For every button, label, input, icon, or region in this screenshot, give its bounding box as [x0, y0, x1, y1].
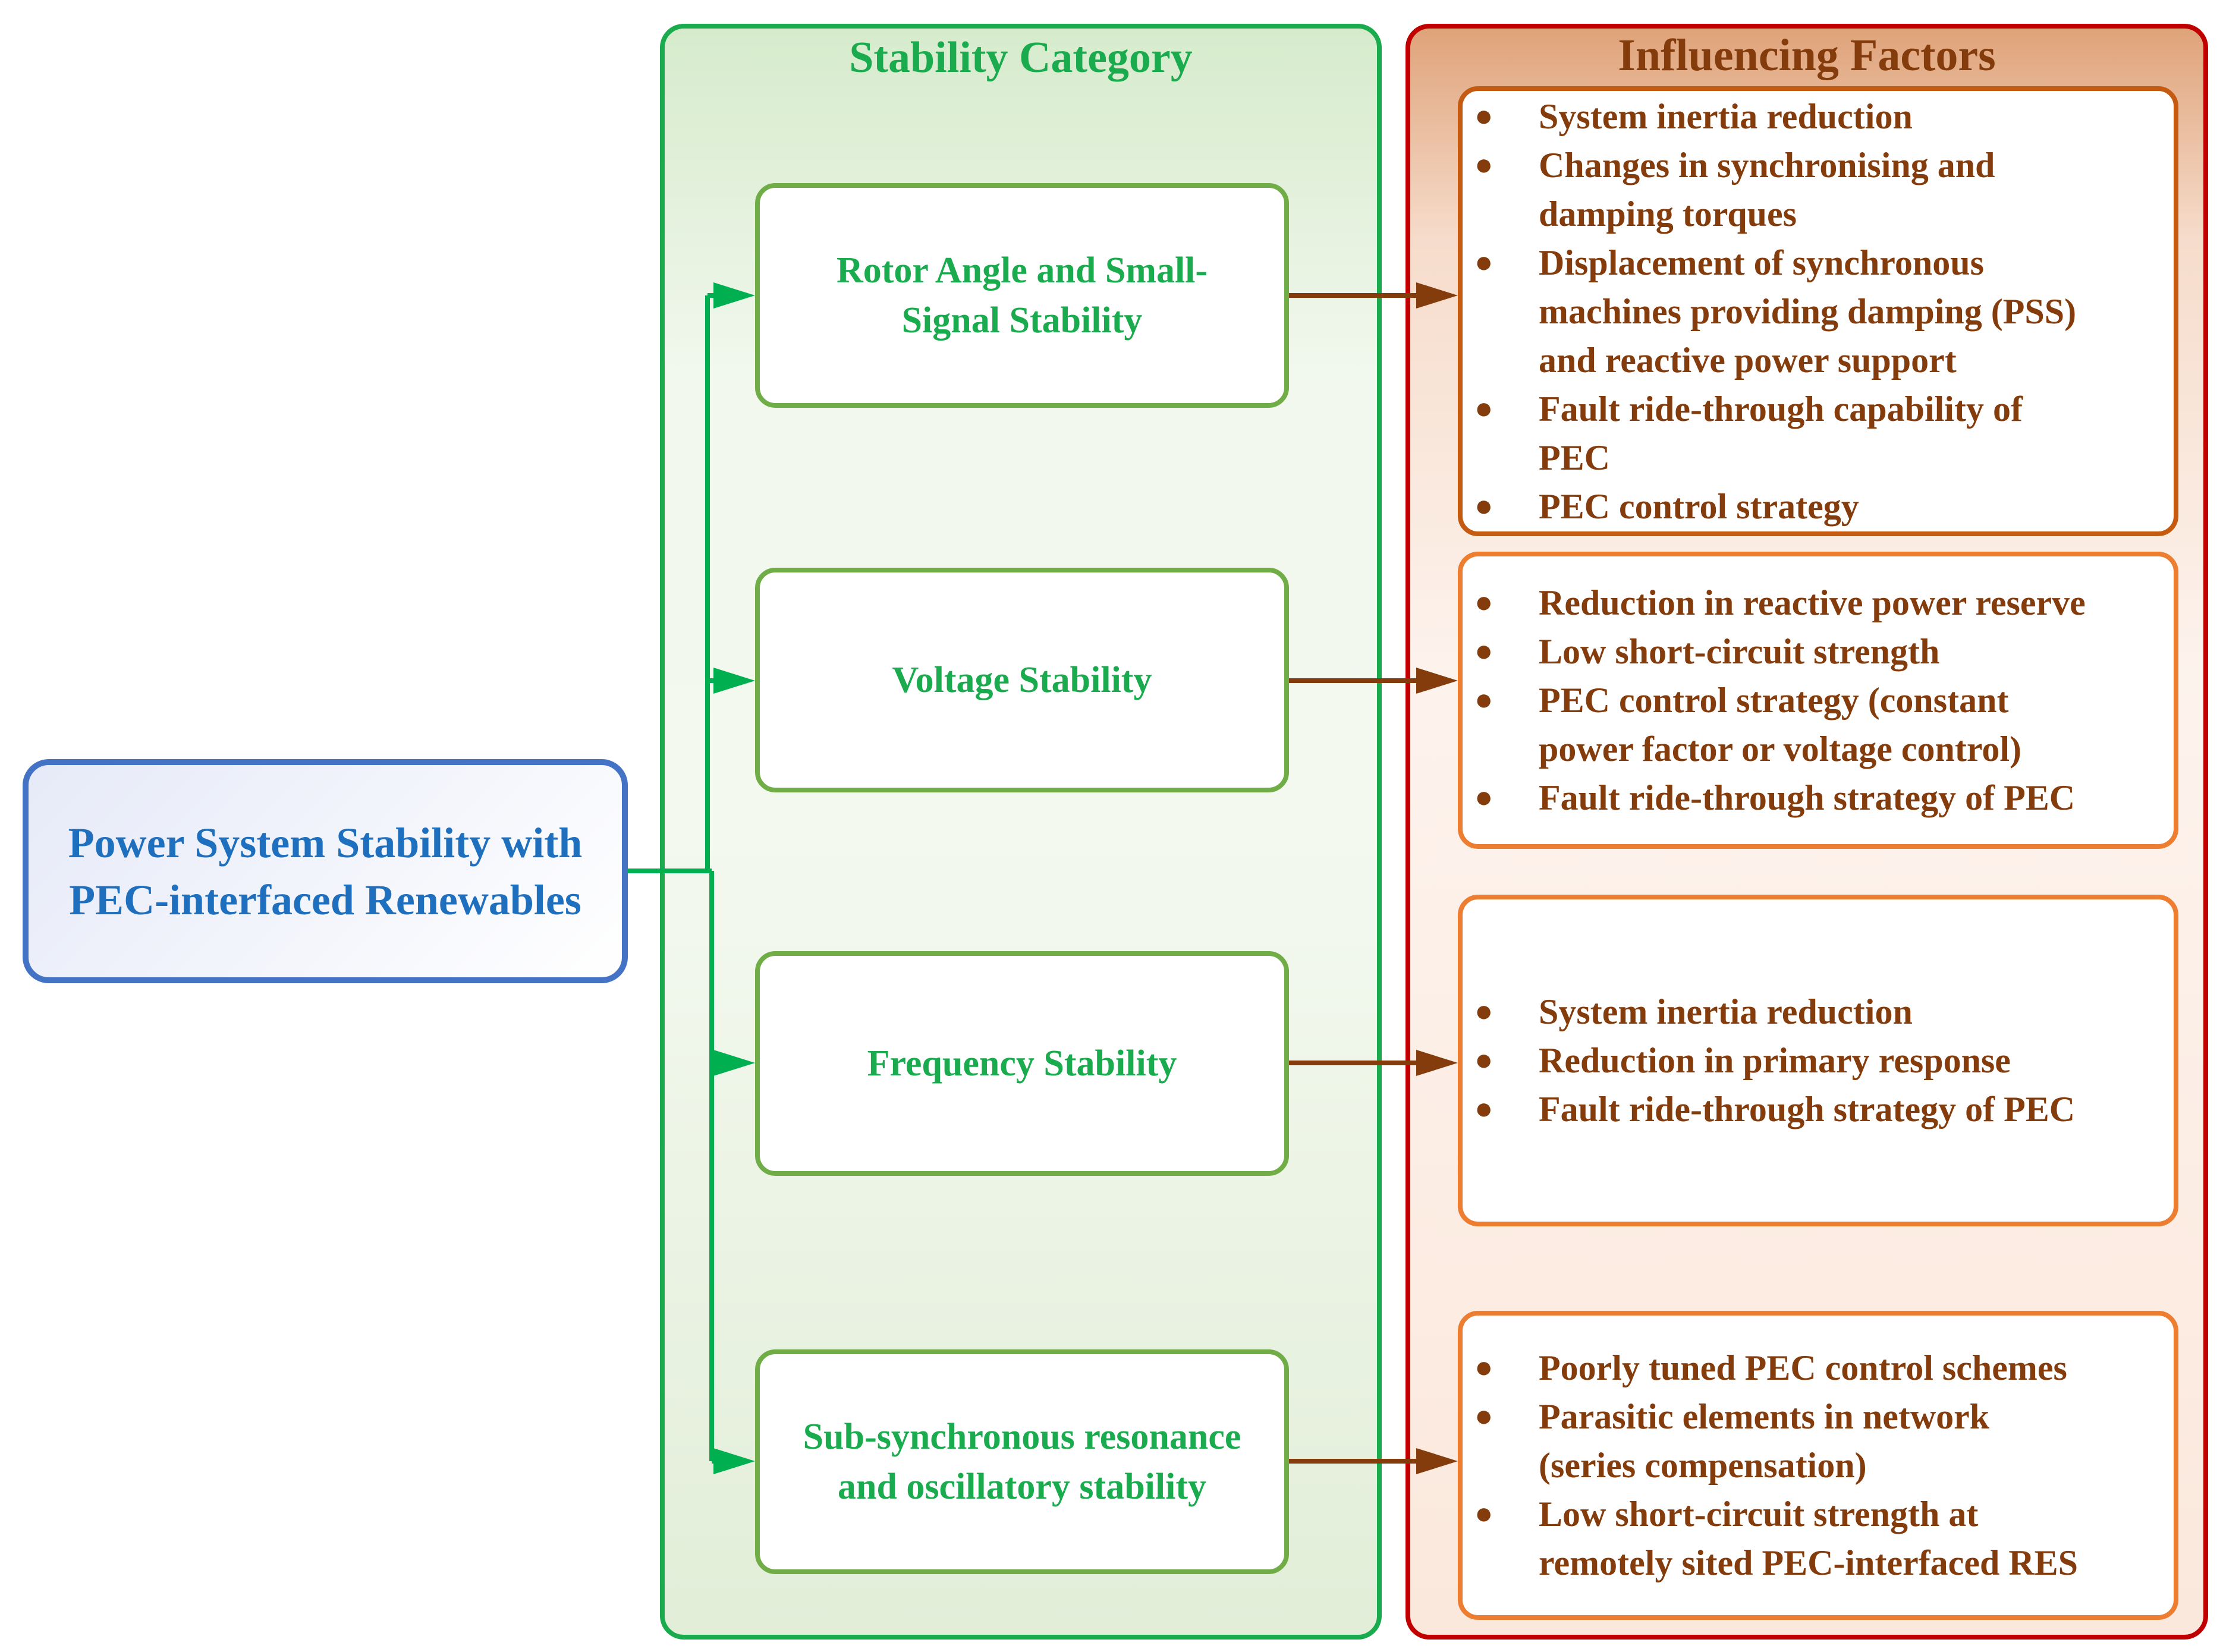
category-box-sub-synchronous: Sub-synchronous resonance and oscillator… [755, 1349, 1289, 1574]
factor-item: ● System inertia reduction [1463, 987, 2162, 1036]
bullet-icon: ● [1474, 245, 1493, 279]
category-label: Rotor Angle and Small- Signal Stability [836, 250, 1208, 341]
bullet-icon: ● [1474, 1399, 1493, 1433]
category-label: Voltage Stability [892, 660, 1152, 700]
factor-item: ● Poorly tuned PEC control schemes [1463, 1343, 2162, 1392]
factor-text: Displacement of synchronous machines pro… [1539, 243, 2077, 380]
bullet-icon: ● [1474, 1043, 1493, 1077]
factor-text: System inertia reduction [1539, 96, 1913, 136]
factor-item: ● Changes in synchronising and damping to… [1463, 141, 2162, 238]
category-label: Frequency Stability [867, 1043, 1177, 1084]
root-label: Power System Stability with PEC-interfac… [68, 819, 583, 924]
bullet-icon: ● [1474, 1092, 1493, 1126]
factor-text: Changes in synchronising and damping tor… [1539, 145, 1995, 234]
bullet-icon: ● [1474, 147, 1493, 182]
factor-item: ● Reduction in reactive power reserve [1463, 578, 2162, 627]
factors-box-frequency: ● System inertia reduction ● Reduction in … [1458, 895, 2178, 1226]
arrowhead-rotor [713, 282, 755, 309]
factor-text: Low short-circuit strength at remotely s… [1539, 1494, 2079, 1582]
factor-item: ● Displacement of synchronous machines pr… [1463, 238, 2162, 385]
arrowhead-voltage [713, 668, 755, 694]
green-arrowheads [713, 282, 755, 1474]
factor-item: ● Parasitic elements in network (series c… [1463, 1392, 2162, 1490]
factor-text: PEC control strategy [1539, 486, 1859, 526]
stability-category-heading: Stability Category [849, 33, 1193, 82]
factor-text: Reduction in reactive power reserve [1539, 583, 2086, 622]
bullet-icon: ● [1474, 586, 1493, 619]
arrowhead-factors-voltage [1416, 668, 1458, 694]
brown-arrowheads [1416, 282, 1458, 1474]
factor-text: Poorly tuned PEC control schemes [1539, 1348, 2067, 1387]
factors-box-sub-synchronous: ● Poorly tuned PEC control schemes ● Paras… [1458, 1311, 2178, 1620]
factor-item: ● PEC control strategy [1463, 482, 2162, 531]
factor-item: ● Low short-circuit strength [1463, 627, 2162, 676]
factor-text: Low short-circuit strength [1539, 632, 1940, 671]
factor-item: ● System inertia reduction [1463, 92, 2162, 141]
bullet-icon: ● [1474, 683, 1493, 717]
factors-box-voltage: ● Reduction in reactive power reserve ● Lo… [1458, 552, 2178, 849]
factor-item: ● Fault ride-through strategy of PEC [1463, 1085, 2162, 1134]
factor-text: PEC control strategy (constant power fac… [1539, 681, 2022, 769]
category-box-voltage: Voltage Stability [755, 568, 1289, 792]
bullet-icon: ● [1474, 634, 1493, 668]
bullet-icon: ● [1474, 1497, 1493, 1531]
factor-text: Parasitic elements in network (series co… [1539, 1397, 1990, 1485]
factor-text: Fault ride-through strategy of PEC [1539, 1090, 2076, 1129]
factor-text: Reduction in primary response [1539, 1041, 2011, 1080]
influencing-factors-heading: Influencing Factors [1618, 30, 1996, 80]
factor-item: ● Fault ride-through strategy of PEC [1463, 773, 2162, 822]
category-box-rotor-angle: Rotor Angle and Small- Signal Stability [755, 183, 1289, 408]
brown-connector-lines [1289, 293, 1422, 1464]
category-box-frequency: Frequency Stability [755, 951, 1289, 1176]
bullet-icon: ● [1474, 781, 1493, 814]
category-label: Sub-synchronous resonance and oscillator… [803, 1417, 1241, 1507]
factor-text: System inertia reduction [1539, 992, 1913, 1031]
factor-text: Fault ride-through strategy of PEC [1539, 778, 2076, 817]
bullet-icon: ● [1474, 1351, 1493, 1384]
bullet-icon: ● [1474, 489, 1493, 523]
bullet-icon: ● [1474, 99, 1493, 133]
factor-item: ● Reduction in primary response [1463, 1036, 2162, 1085]
arrowhead-factors-frequency [1416, 1050, 1458, 1076]
factor-item: ● PEC control strategy (constant power fa… [1463, 676, 2162, 773]
arrowhead-factors-rotor [1416, 282, 1458, 309]
arrowhead-factors-ssr [1416, 1448, 1458, 1474]
arrowhead-frequency [713, 1050, 755, 1076]
factor-text: Fault ride-through capability of PEC [1539, 389, 2023, 477]
arrowhead-ssr [713, 1448, 755, 1474]
bullet-icon: ● [1474, 391, 1493, 426]
root-node: Power System Stability with PEC-interfac… [23, 759, 628, 983]
factor-item: ● Low short-circuit strength at remotely … [1463, 1490, 2162, 1587]
factors-box-rotor-angle: ● System inertia reduction ● Changes in sy… [1458, 86, 2178, 536]
factor-item: ● Fault ride-through capability of PEC [1463, 385, 2162, 482]
green-connector-lines [628, 293, 721, 1464]
bullet-icon: ● [1474, 995, 1493, 1028]
